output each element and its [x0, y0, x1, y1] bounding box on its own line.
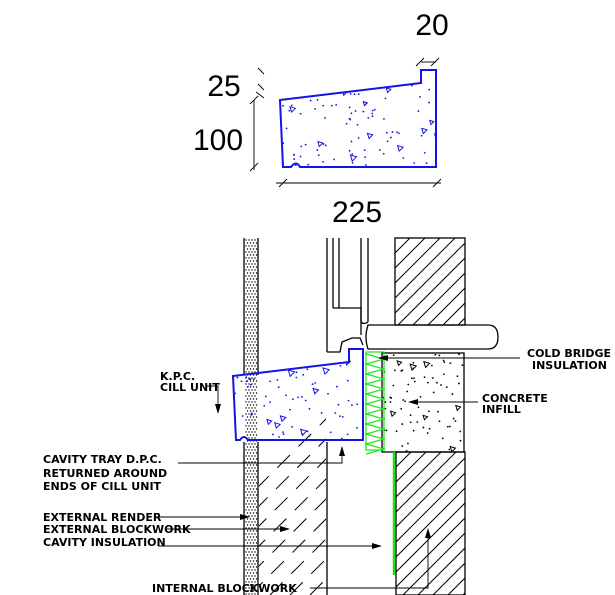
- label-external-render: EXTERNAL RENDER: [43, 511, 162, 524]
- label-concrete-2: INFILL: [482, 403, 521, 416]
- label-cavity-tray-1: CAVITY TRAY D.P.C.: [43, 453, 162, 466]
- concrete-speckle: [282, 71, 436, 167]
- label-internal-blockwork: INTERNAL BLOCKWORK: [152, 582, 297, 595]
- internal-blockwork: [394, 237, 466, 595]
- concrete-infill: [381, 352, 465, 453]
- cill-profile-detail: 20 25 100 225: [193, 9, 449, 229]
- label-cavity-tray-3: ENDS OF CILL UNIT: [43, 480, 162, 493]
- label-external-blockwork: EXTERNAL BLOCKWORK: [43, 523, 191, 536]
- label-kpc-2: CILL UNIT: [160, 381, 220, 394]
- window-board: [365, 324, 499, 350]
- window-frame: [327, 238, 369, 353]
- dim-height: 100: [193, 124, 243, 157]
- external-blockwork: [259, 238, 328, 595]
- label-concrete-1: CONCRETE: [482, 392, 548, 405]
- cill-profile-outline: [278, 69, 437, 168]
- dim-slope: 25: [207, 70, 240, 103]
- cold-bridge-insulation: [363, 351, 396, 575]
- external-render: [243, 238, 259, 595]
- label-cold-bridge-2: INSULATION: [532, 359, 607, 372]
- dim-drip-width: 20: [415, 9, 448, 42]
- labels: COLD BRIDGE INSULATION CONCRETE INFILL K…: [43, 347, 611, 595]
- label-cavity-insulation: CAVITY INSULATION: [43, 536, 166, 549]
- wall-section: [231, 237, 499, 595]
- dim-width: 225: [332, 196, 382, 229]
- label-cavity-tray-2: RETURNED AROUND: [43, 467, 167, 480]
- label-kpc-1: K.P.C.: [160, 370, 195, 383]
- label-cold-bridge-1: COLD BRIDGE: [527, 347, 611, 360]
